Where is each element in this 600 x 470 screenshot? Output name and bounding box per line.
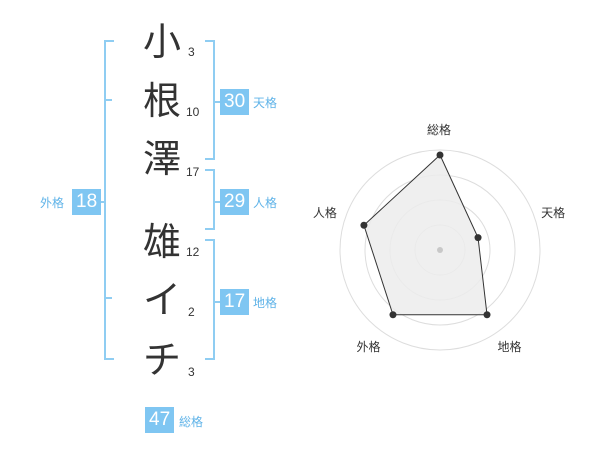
radar-point-chikaku — [483, 311, 491, 319]
jinkaku-value-badge: 29 — [220, 189, 250, 215]
right-bracket-jinkaku — [205, 169, 220, 230]
soukaku-label: 総格 — [179, 415, 204, 429]
name-char-4: 雄 — [142, 220, 181, 264]
name-char-5: イ — [142, 278, 181, 322]
name-char-6: チ — [142, 338, 181, 382]
radar-ring — [339, 149, 541, 351]
radar-center-dot — [437, 247, 443, 253]
stroke-count-4: 12 — [186, 245, 200, 259]
radar-point-jinkaku — [360, 221, 368, 229]
radar-point-soukaku — [436, 151, 444, 159]
radar-label-chikaku: 地格 — [497, 340, 522, 355]
stroke-count-2: 10 — [186, 105, 200, 119]
soukaku-value-badge: 47 — [145, 407, 175, 433]
jinkaku-label: 人格 — [253, 196, 278, 210]
stroke-count-3: 17 — [186, 165, 200, 179]
radar-point-tenkaku — [474, 234, 482, 242]
chikaku-label: 地格 — [253, 296, 278, 310]
right-bracket-chikaku — [205, 239, 220, 360]
right-bracket-tenkaku — [205, 40, 220, 160]
tenkaku-value-badge: 30 — [220, 89, 250, 115]
radar-label-jinkaku: 人格 — [312, 205, 337, 220]
gaikaku-value-badge: 18 — [72, 189, 102, 215]
radar-point-gaikaku — [389, 311, 397, 319]
name-char-2: 根 — [142, 79, 181, 123]
stroke-count-1: 3 — [188, 45, 195, 59]
radar-score-polygon — [363, 154, 488, 316]
name-char-3: 澤 — [142, 137, 181, 181]
tenkaku-label: 天格 — [253, 96, 278, 110]
radar-label-tenkaku: 天格 — [541, 205, 566, 220]
stroke-count-6: 3 — [188, 365, 195, 379]
radar-label-soukaku: 総格 — [427, 123, 452, 137]
stroke-count-5: 2 — [188, 305, 195, 319]
radar-label-gaikaku: 外格 — [356, 340, 381, 355]
left-bracket-gaikaku — [92, 40, 114, 360]
gaikaku-label: 外格 — [40, 196, 65, 210]
name-char-1: 小 — [142, 20, 181, 64]
chikaku-value-badge: 17 — [220, 289, 250, 315]
